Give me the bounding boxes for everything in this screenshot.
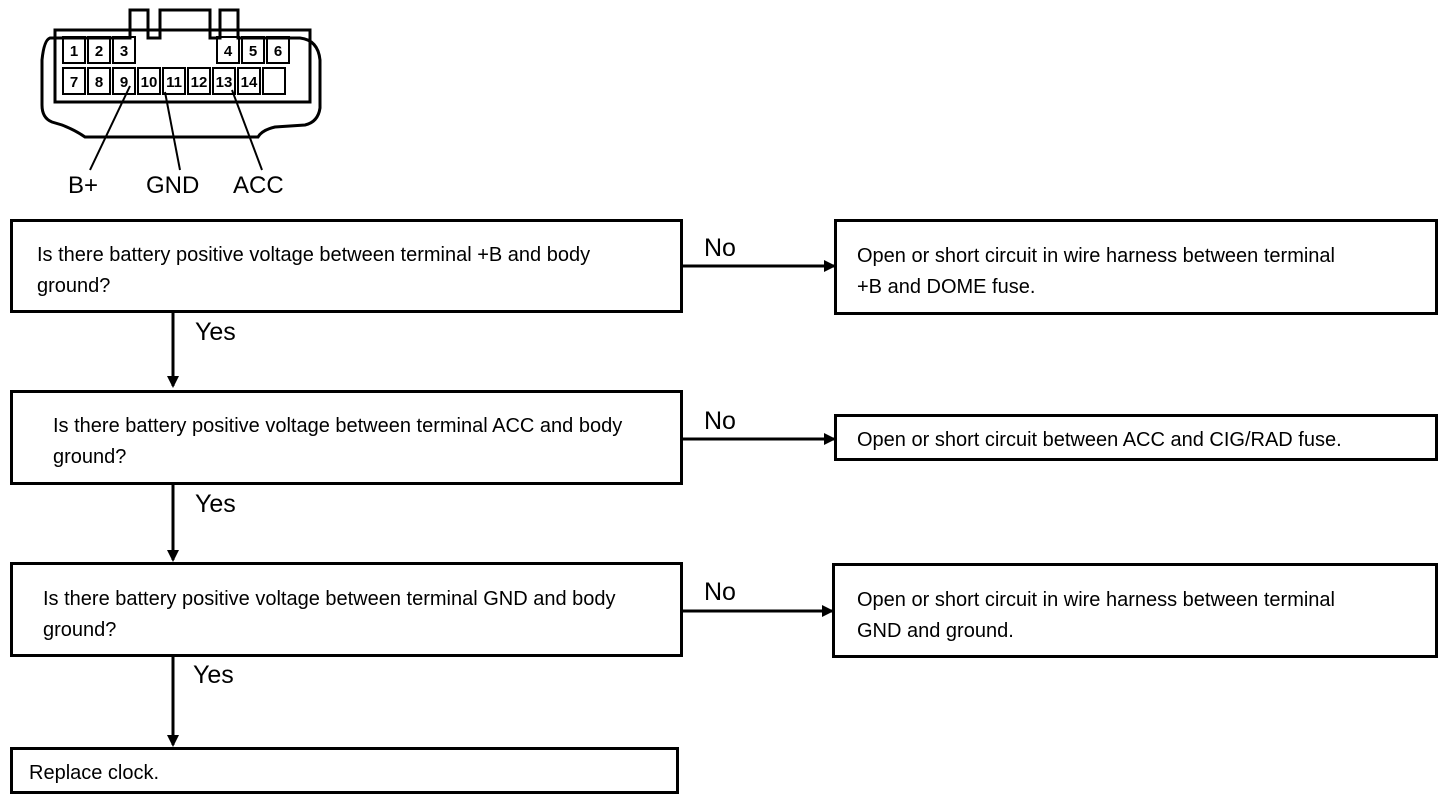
pin-numbers: 1 2 3 4 5 6 7 8 9 10 11 12 13 14 [70, 43, 282, 91]
yes-label-3: Yes [193, 661, 234, 689]
pin-3: 3 [120, 43, 128, 60]
final-text: Replace clock. [29, 762, 160, 784]
question-text-1: Is there battery positive voltage betwee… [37, 244, 591, 297]
no-arrows [683, 260, 836, 617]
pin-9: 9 [120, 74, 128, 91]
no-label-1: No [704, 234, 736, 262]
connector-inner-frame [53, 28, 312, 104]
question-box-3: Is there battery positive voltage betwee… [10, 562, 683, 657]
pin-11: 11 [166, 74, 182, 91]
result-text-1: Open or short circuit in wire harness be… [857, 245, 1335, 298]
yes-label-2: Yes [195, 490, 236, 518]
label-b-plus: B+ [68, 172, 98, 199]
pin-7: 7 [70, 74, 78, 91]
pin-1: 1 [70, 43, 78, 60]
question-text-3: Is there battery positive voltage betwee… [43, 588, 616, 641]
pin-2: 2 [95, 43, 103, 60]
terminal-leader-lines [89, 85, 263, 171]
yes-label-1: Yes [195, 318, 236, 346]
pin-13: 13 [216, 74, 233, 91]
label-gnd: GND [146, 172, 199, 199]
final-box: Replace clock. [10, 747, 679, 794]
pin-10: 10 [141, 74, 158, 91]
question-box-2: Is there battery positive voltage betwee… [10, 390, 683, 485]
connector-housing [40, 8, 322, 139]
result-text-3: Open or short circuit in wire harness be… [857, 589, 1335, 642]
pin-4: 4 [224, 43, 233, 60]
pin-8: 8 [95, 74, 103, 91]
label-acc: ACC [233, 172, 284, 199]
result-text-2: Open or short circuit between ACC and CI… [857, 429, 1342, 451]
result-box-2: Open or short circuit between ACC and CI… [834, 414, 1438, 461]
no-label-3: No [704, 578, 736, 606]
result-box-1: Open or short circuit in wire harness be… [834, 219, 1438, 315]
pin-14: 14 [241, 74, 258, 91]
pin-12: 12 [191, 74, 208, 91]
pin-6: 6 [274, 43, 282, 60]
terminal-labels: B+ GND ACC [68, 172, 284, 199]
pin-grid [62, 36, 290, 95]
pin-5: 5 [249, 43, 257, 60]
no-label-2: No [704, 407, 736, 435]
result-box-3: Open or short circuit in wire harness be… [832, 563, 1438, 658]
connector-diagram: 1 2 3 4 5 6 7 8 9 10 11 12 13 14 B+ GND … [40, 8, 322, 199]
question-text-2: Is there battery positive voltage betwee… [53, 415, 623, 468]
question-box-1: Is there battery positive voltage betwee… [10, 219, 683, 313]
